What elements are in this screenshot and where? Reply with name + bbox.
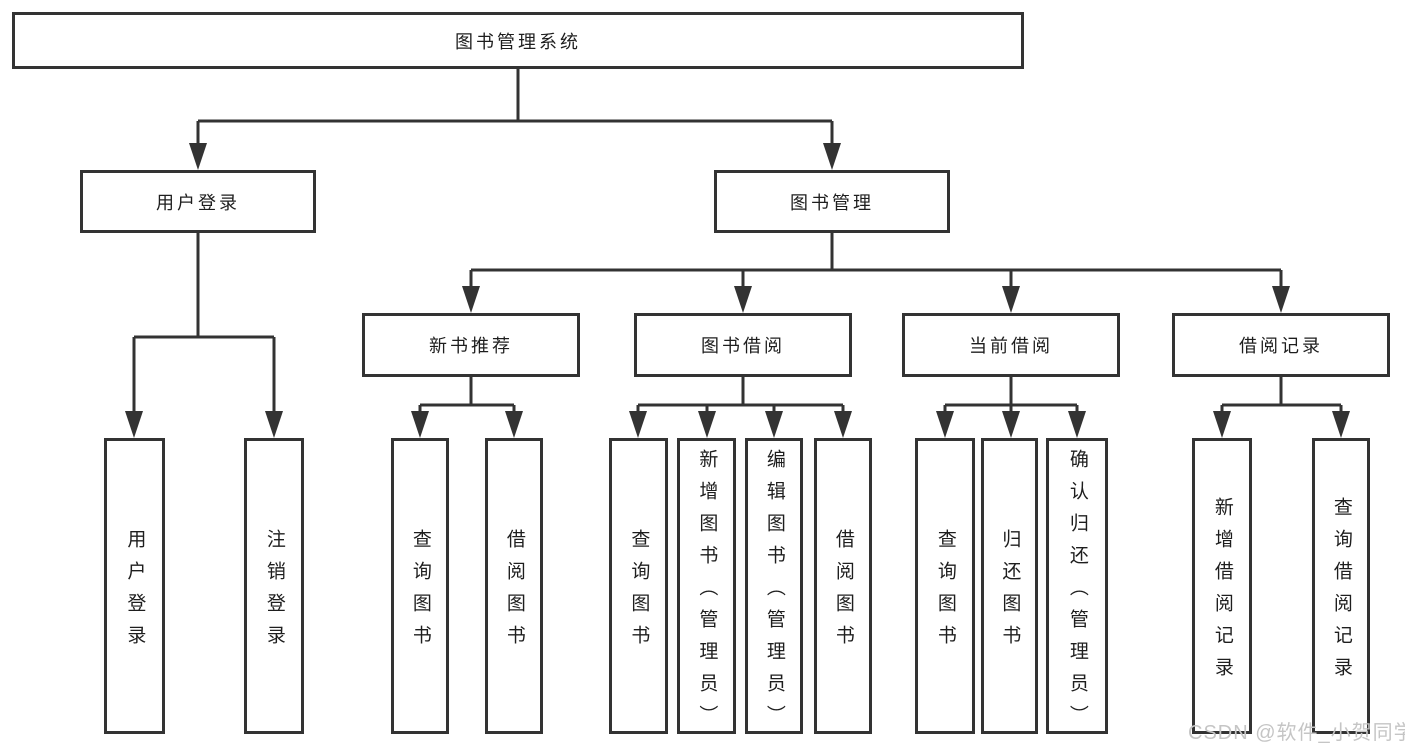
edge-line bbox=[132, 233, 276, 414]
node-new-book-recommend-label: 新书推荐 bbox=[429, 336, 513, 356]
arrowhead bbox=[462, 286, 480, 313]
node-library-system-label: 图书管理系统 bbox=[455, 31, 581, 52]
edge-line bbox=[418, 377, 516, 414]
leaf-return-book-label: 归还图书 bbox=[999, 528, 1021, 657]
arrowhead bbox=[1002, 286, 1020, 313]
arrowhead bbox=[265, 411, 283, 438]
node-library-system: 图书管理系统 bbox=[12, 12, 1024, 69]
edge-borrow-record-children bbox=[1213, 377, 1350, 438]
leaf-return-book: 归还图书 bbox=[981, 438, 1038, 734]
edge-line bbox=[943, 377, 1079, 414]
arrowhead bbox=[505, 411, 523, 438]
arrowhead bbox=[834, 411, 852, 438]
node-borrow-records-label: 借阅记录 bbox=[1239, 336, 1323, 356]
node-new-book-recommend: 新书推荐 bbox=[362, 313, 580, 377]
leaf-confirm-return-admin: 确认归还（管理员） bbox=[1046, 438, 1108, 737]
edge-new-book-children bbox=[411, 377, 523, 438]
arrowhead bbox=[1068, 411, 1086, 438]
edge-line bbox=[196, 69, 834, 146]
arrowhead bbox=[1332, 411, 1350, 438]
leaf-borrow-book-recommend-label: 借阅图书 bbox=[503, 528, 525, 657]
edge-line bbox=[469, 233, 1283, 289]
arrowhead bbox=[936, 411, 954, 438]
arrowhead bbox=[765, 411, 783, 438]
leaf-logout-label: 注销登录 bbox=[263, 528, 285, 657]
edge-user-login-children bbox=[125, 233, 283, 438]
edge-book-borrow-children bbox=[629, 377, 852, 438]
arrowhead bbox=[1272, 286, 1290, 313]
leaf-query-book-recommend-label: 查询图书 bbox=[409, 528, 431, 657]
node-user-login-label: 用户登录 bbox=[156, 192, 240, 213]
node-borrow-records: 借阅记录 bbox=[1172, 313, 1390, 377]
leaf-edit-book-admin: 编辑图书（管理员） bbox=[745, 438, 803, 737]
leaf-query-book-borrow-label: 查询图书 bbox=[628, 528, 650, 657]
leaf-borrow-book: 借阅图书 bbox=[814, 438, 872, 734]
arrowhead bbox=[1002, 411, 1020, 438]
node-book-borrow-label: 图书借阅 bbox=[701, 336, 785, 356]
arrowhead bbox=[189, 143, 207, 170]
leaf-add-borrow-record: 新增借阅记录 bbox=[1192, 438, 1252, 734]
edge-root-to-level2 bbox=[189, 69, 841, 170]
leaf-borrow-book-recommend: 借阅图书 bbox=[485, 438, 543, 734]
edge-book-mgmt-to-level3 bbox=[462, 233, 1290, 313]
node-book-borrow: 图书借阅 bbox=[634, 313, 852, 377]
leaf-query-book-borrow: 查询图书 bbox=[609, 438, 668, 734]
arrowhead bbox=[125, 411, 143, 438]
leaf-user-login-label: 用户登录 bbox=[124, 528, 146, 657]
arrowhead bbox=[1213, 411, 1231, 438]
arrowhead bbox=[411, 411, 429, 438]
leaf-add-book-admin-label: 新增图书（管理员） bbox=[696, 448, 718, 737]
node-current-borrow: 当前借阅 bbox=[902, 313, 1120, 377]
node-book-management-label: 图书管理 bbox=[790, 192, 874, 213]
arrowhead bbox=[823, 143, 841, 170]
node-user-login: 用户登录 bbox=[80, 170, 316, 233]
leaf-add-borrow-record-label: 新增借阅记录 bbox=[1211, 496, 1233, 689]
leaf-confirm-return-admin-label: 确认归还（管理员） bbox=[1066, 448, 1088, 737]
node-current-borrow-label: 当前借阅 bbox=[969, 336, 1053, 356]
edge-line bbox=[636, 377, 845, 414]
arrowhead bbox=[629, 411, 647, 438]
leaf-borrow-book-label: 借阅图书 bbox=[832, 528, 854, 657]
arrowhead bbox=[734, 286, 752, 313]
leaf-logout: 注销登录 bbox=[244, 438, 304, 734]
leaf-user-login: 用户登录 bbox=[104, 438, 165, 734]
leaf-edit-book-admin-label: 编辑图书（管理员） bbox=[763, 448, 785, 737]
csdn-watermark: CSDN @软件_小贺同学 bbox=[1188, 722, 1405, 744]
leaf-query-borrow-record: 查询借阅记录 bbox=[1312, 438, 1370, 734]
leaf-query-book-current: 查询图书 bbox=[915, 438, 975, 734]
arrowhead bbox=[698, 411, 716, 438]
leaf-query-book-current-label: 查询图书 bbox=[934, 528, 956, 657]
edge-current-borrow-children bbox=[936, 377, 1086, 438]
node-book-management: 图书管理 bbox=[714, 170, 950, 233]
leaf-query-book-recommend: 查询图书 bbox=[391, 438, 449, 734]
edge-line bbox=[1220, 377, 1343, 414]
leaf-query-borrow-record-label: 查询借阅记录 bbox=[1330, 496, 1352, 689]
leaf-add-book-admin: 新增图书（管理员） bbox=[677, 438, 736, 737]
